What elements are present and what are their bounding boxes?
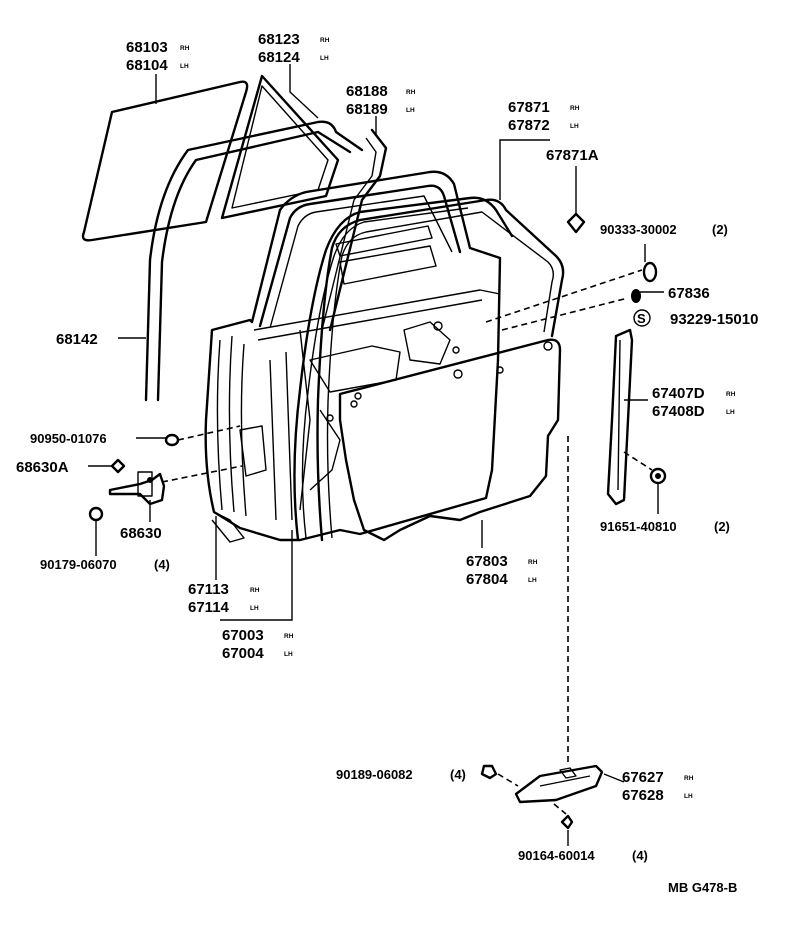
svg-text:67872: 67872 [508, 117, 550, 134]
svg-text:(4): (4) [450, 767, 466, 782]
svg-text:RH: RH [570, 105, 580, 112]
leader-lines [88, 64, 664, 846]
label-67871A: 67871A [546, 147, 599, 164]
weatherstrip-68188 [321, 128, 388, 332]
svg-text:RH: RH [726, 391, 736, 398]
svg-text:67628: 67628 [622, 787, 664, 804]
svg-text:LH: LH [284, 651, 293, 658]
svg-text:RH: RH [684, 775, 694, 782]
door-trim-67407D [606, 328, 634, 506]
svg-text:67804: 67804 [466, 571, 508, 588]
label-68630A: 68630A [16, 459, 69, 476]
svg-text:RH: RH [528, 559, 538, 566]
svg-text:LH: LH [180, 63, 189, 70]
svg-text:67004: 67004 [222, 645, 264, 662]
label-68103: 68103 RH 68104 LH [126, 39, 190, 74]
label-67871: 67871 RH 67872 LH [508, 99, 580, 134]
svg-text:67871: 67871 [508, 99, 550, 116]
label-68123: 68123 RH 68124 LH [258, 31, 330, 66]
svg-text:S: S [637, 311, 646, 326]
svg-text:RH: RH [406, 89, 416, 96]
label-67407D: 67407D RH 67408D LH [652, 385, 736, 420]
svg-text:91651-40810: 91651-40810 [600, 519, 677, 534]
svg-text:(4): (4) [632, 848, 648, 863]
label-90189-06082: 90189-06082 (4) [336, 767, 466, 782]
service-cover-67803 [338, 338, 562, 542]
label-93229-15010: S 93229-15010 [633, 309, 758, 328]
svg-text:67803: 67803 [466, 553, 508, 570]
label-67803: 67803 RH 67804 LH [466, 553, 538, 588]
svg-text:90164-60014: 90164-60014 [518, 848, 595, 863]
svg-text:67627: 67627 [622, 769, 664, 786]
small-fasteners [88, 212, 667, 830]
svg-text:RH: RH [180, 45, 190, 52]
svg-text:LH: LH [406, 107, 415, 114]
svg-text:RH: RH [284, 633, 294, 640]
svg-text:67114: 67114 [188, 599, 230, 616]
svg-text:RH: RH [250, 587, 260, 594]
svg-text:67407D: 67407D [652, 385, 705, 402]
svg-text:LH: LH [726, 409, 735, 416]
label-67003: 67003 RH 67004 LH [222, 627, 294, 662]
svg-text:90333-30002: 90333-30002 [600, 222, 677, 237]
svg-text:68123: 68123 [258, 31, 300, 48]
svg-text:90179-06070: 90179-06070 [40, 557, 117, 572]
label-91651-40810: 91651-40810 (2) [600, 519, 730, 534]
svg-text:(2): (2) [714, 519, 730, 534]
svg-text:LH: LH [320, 55, 329, 62]
label-90164-60014: 90164-60014 (4) [518, 848, 648, 863]
glass-run-frame [144, 120, 364, 402]
svg-text:(2): (2) [712, 222, 728, 237]
svg-text:68189: 68189 [346, 101, 388, 118]
svg-text:68188: 68188 [346, 83, 388, 100]
door-glass [81, 80, 249, 242]
dashed-leaders [161, 269, 653, 815]
svg-text:68103: 68103 [126, 39, 168, 56]
part-labels: 68103 RH 68104 LH 68123 RH 68124 LH 6818… [16, 31, 758, 895]
svg-text:67408D: 67408D [652, 403, 705, 420]
label-68188: 68188 RH 68189 LH [346, 83, 416, 118]
svg-text:67113: 67113 [188, 581, 229, 598]
svg-text:(4): (4) [154, 557, 170, 572]
label-67113: 67113 RH 67114 LH [188, 581, 260, 616]
door-seal-67113 [293, 196, 514, 542]
svg-text:67003: 67003 [222, 627, 264, 644]
diagram-code: MB G478-B [668, 880, 737, 895]
svg-text:LH: LH [684, 793, 693, 800]
svg-text:LH: LH [570, 123, 579, 130]
label-68630: 68630 [120, 525, 162, 542]
quarter-glass [220, 74, 340, 220]
label-90179-06070: 90179-06070 (4) [40, 557, 170, 572]
label-68142: 68142 [56, 331, 98, 348]
label-67627: 67627 RH 67628 LH [622, 769, 694, 804]
label-90950-01076: 90950-01076 [30, 431, 107, 446]
inside-handle-67627 [514, 764, 604, 804]
label-67836: 67836 [668, 285, 710, 302]
svg-text:93229-15010: 93229-15010 [670, 311, 758, 328]
svg-text:LH: LH [250, 605, 259, 612]
svg-text:RH: RH [320, 37, 330, 44]
svg-text:LH: LH [528, 577, 537, 584]
s-marker-icon [633, 309, 651, 327]
svg-text:90189-06082: 90189-06082 [336, 767, 413, 782]
door-check-68630 [108, 471, 166, 506]
svg-text:68104: 68104 [126, 57, 168, 74]
frame-weatherstrip-67871 [316, 198, 565, 542]
svg-text:68124: 68124 [258, 49, 300, 66]
label-90333-30002: 90333-30002 (2) [600, 222, 728, 237]
